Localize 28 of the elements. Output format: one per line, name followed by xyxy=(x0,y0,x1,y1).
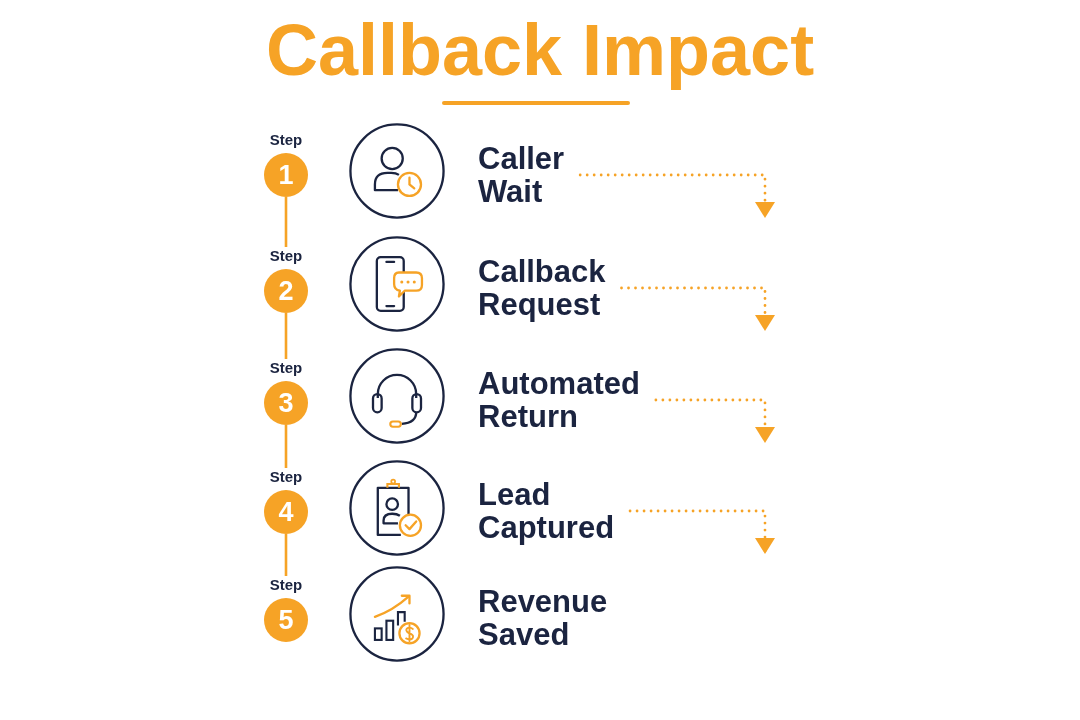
dotted-arrow xyxy=(620,286,775,333)
step-number: 2 xyxy=(264,269,308,313)
user-clock-icon xyxy=(349,123,445,219)
step-title: Callback Request xyxy=(478,255,606,321)
step-number: 5 xyxy=(264,598,308,642)
step-title: Lead Captured xyxy=(478,478,615,544)
dotted-arrow xyxy=(654,398,775,445)
step-label: Step xyxy=(269,247,303,264)
connector-line xyxy=(284,313,288,359)
step-label: Step xyxy=(269,131,303,148)
step-number: 3 xyxy=(264,381,308,425)
dotted-arrow xyxy=(628,509,775,556)
step-label: Step xyxy=(269,468,303,485)
chart-dollar-icon xyxy=(349,566,445,662)
connector-line xyxy=(284,197,288,247)
clipboard-user-check-icon xyxy=(349,460,445,556)
step-title: Caller Wait xyxy=(478,142,565,208)
step-label: Step xyxy=(269,359,303,376)
step-title: Revenue Saved xyxy=(478,585,608,651)
step-label: Step xyxy=(269,576,303,593)
phone-chat-icon xyxy=(349,236,445,332)
headset-icon xyxy=(349,348,445,444)
step-number: 4 xyxy=(264,490,308,534)
connector-line xyxy=(284,425,288,468)
connector-line xyxy=(284,534,288,576)
step-title: Automated Return xyxy=(478,367,640,433)
step-number: 1 xyxy=(264,153,308,197)
dotted-arrow xyxy=(578,173,775,220)
